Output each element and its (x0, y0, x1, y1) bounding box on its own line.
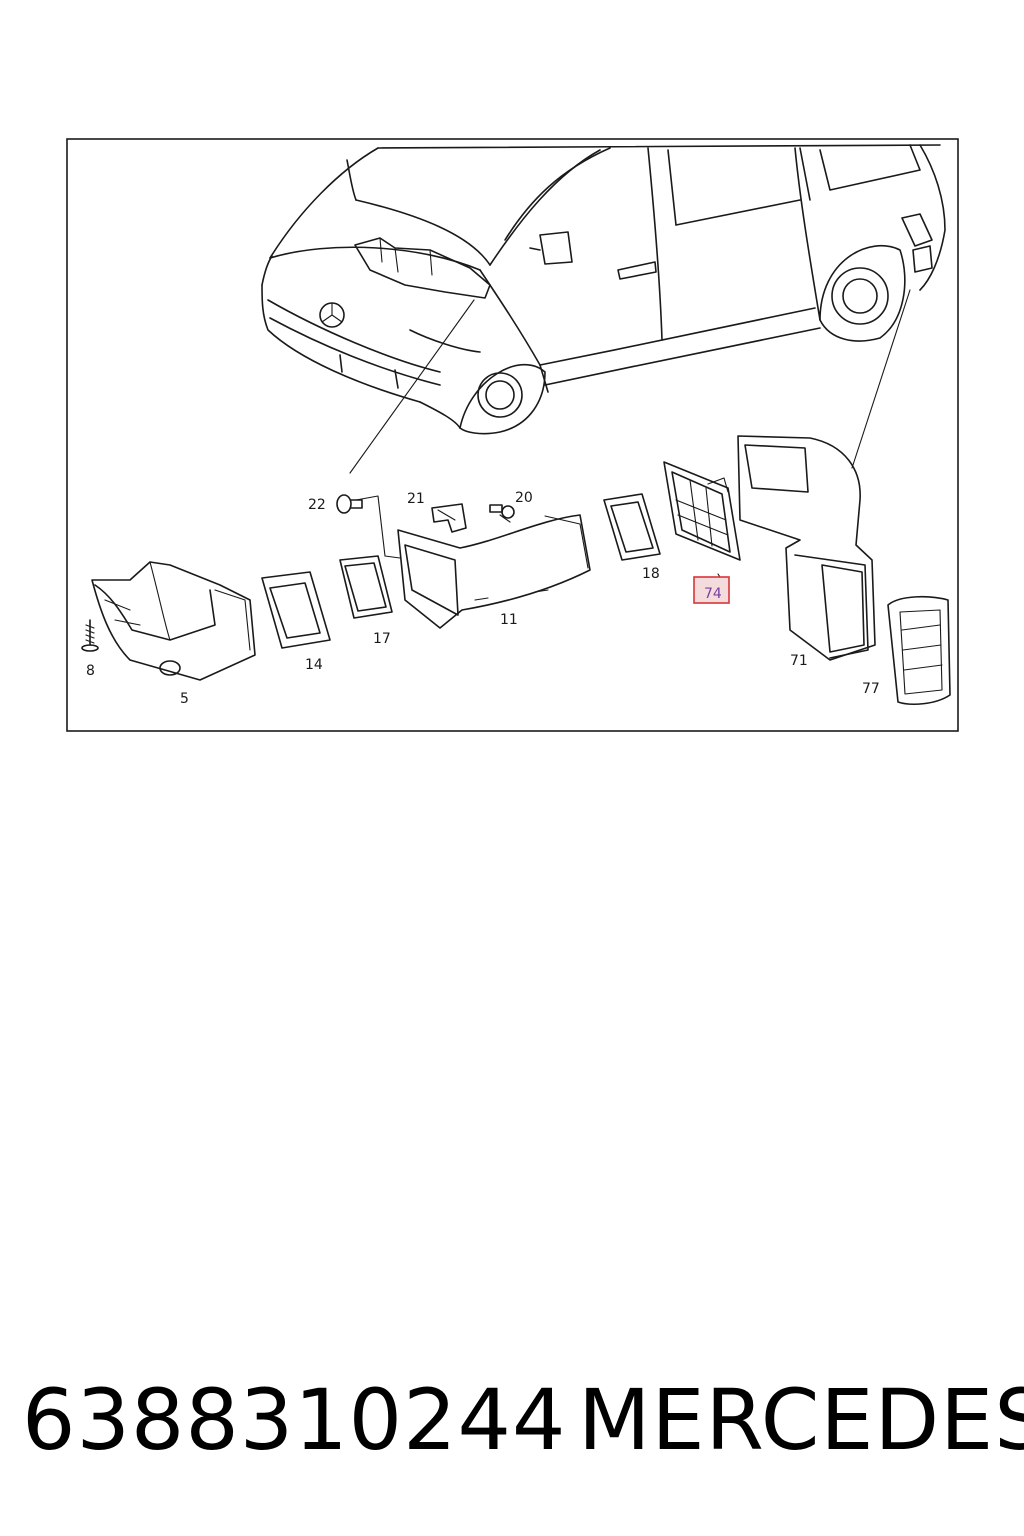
footer: 6388310244 MERCEDES (0, 1365, 1024, 1475)
van-illustration (261, 144, 946, 435)
parts-diagram: 22 21 20 18 74 8 5 14 17 11 71 77 (66, 138, 959, 732)
callout-74: 74 (704, 586, 722, 602)
diagram-frame (66, 138, 959, 732)
part-74-grille (663, 461, 741, 561)
callout-74-highlight-box (693, 576, 730, 604)
callout-5: 5 (180, 691, 189, 707)
part-71-elbow-duct (737, 435, 876, 661)
part-11-duct (397, 514, 591, 629)
leader-lines (349, 289, 911, 581)
part-17-seal (339, 555, 393, 619)
callout-14: 14 (305, 657, 323, 673)
part-21-bracket (431, 503, 467, 533)
part-5-housing (91, 561, 256, 681)
callout-20: 20 (515, 490, 533, 506)
callout-17: 17 (373, 631, 391, 647)
part-77-vent (887, 595, 951, 705)
callout-22: 22 (308, 497, 326, 513)
callout-77: 77 (862, 681, 880, 697)
part-8-screw (81, 619, 99, 652)
brand-name: MERCEDES (578, 1371, 1024, 1469)
callout-71: 71 (790, 653, 808, 669)
part-14-frame (261, 571, 331, 649)
part-18-seal (603, 493, 661, 561)
callout-18: 18 (642, 566, 660, 582)
part-number: 6388310244 (22, 1371, 567, 1469)
callout-8: 8 (86, 663, 95, 679)
part-20-bolt (489, 504, 515, 519)
callout-21: 21 (407, 491, 425, 507)
part-22-bolt (336, 494, 363, 514)
callout-11: 11 (500, 612, 518, 628)
